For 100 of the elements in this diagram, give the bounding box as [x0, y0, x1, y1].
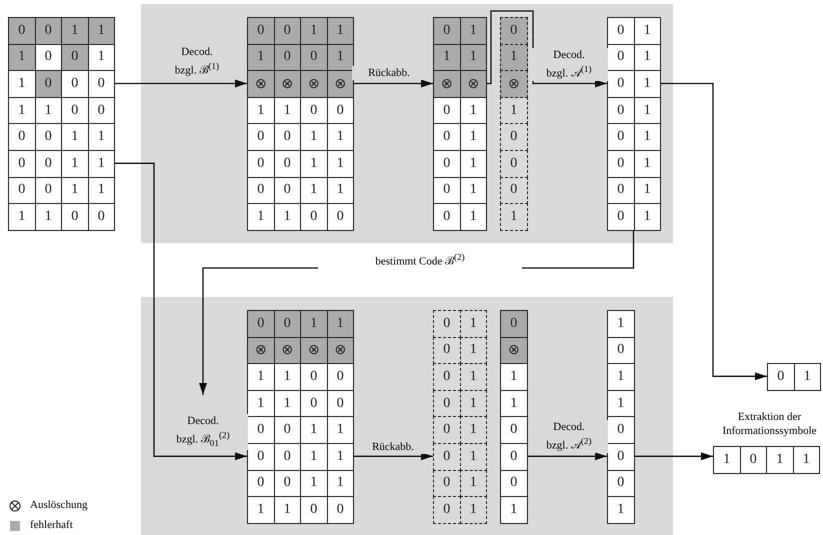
matrix-cell: 1: [634, 203, 661, 231]
matrix-cell: 1: [326, 310, 354, 338]
matrix-cell: 0: [740, 446, 767, 474]
matrix-cell: 0: [607, 203, 634, 231]
matrix-cell: 1: [460, 336, 487, 364]
matrix-cell: 1: [300, 17, 328, 45]
matrix-cell: 0: [500, 17, 528, 45]
matrix: [247, 310, 353, 523]
matrix: [767, 363, 820, 390]
matrix: [8, 17, 114, 230]
matrix-cell: 1: [460, 470, 487, 498]
matrix-cell: 0: [433, 203, 460, 231]
matrix-cell: 0: [607, 416, 634, 444]
matrix-cell: 1: [460, 310, 487, 338]
matrix-cell: 0: [607, 17, 634, 45]
matrix-cell: 0: [607, 70, 634, 98]
matrix-cell: 1: [460, 123, 487, 151]
matrix-cell: 1: [607, 310, 634, 338]
matrix-cell: 0: [500, 470, 528, 498]
matrix-cell: 1: [8, 203, 36, 231]
matrix-cell: 0: [433, 150, 460, 178]
matrix: [500, 310, 526, 523]
matrix-cell: 1: [460, 150, 487, 178]
arrow: [353, 452, 433, 460]
matrix-cell: ⊗: [433, 70, 460, 98]
matrix-cell: 1: [794, 363, 821, 391]
matrix-cell: 0: [326, 496, 354, 524]
matrix-cell: 1: [607, 496, 634, 524]
matrix-cell: 0: [607, 443, 634, 471]
matrix-cell: 0: [607, 336, 634, 364]
matrix-cell: 0: [607, 150, 634, 178]
matrix-cell: 0: [500, 123, 528, 151]
legend-label: fehlerhaft: [29, 518, 74, 532]
matrix-cell: 0: [247, 123, 274, 151]
matrix-cell: 1: [500, 496, 528, 524]
matrix-cell: 0: [433, 17, 460, 45]
matrix-cell: 1: [634, 17, 661, 45]
matrix-cell: 1: [634, 150, 661, 178]
matrix-cell: 1: [792, 446, 820, 474]
matrix-cell: 1: [326, 17, 354, 45]
matrix-cell: 1: [326, 123, 354, 151]
step-caption: Extraktion der Informationssymbole: [721, 410, 818, 438]
matrix-cell: 1: [607, 363, 634, 391]
matrix-cell: 0: [247, 310, 274, 338]
arrow: [114, 80, 247, 88]
matrix-cell: 1: [500, 96, 528, 124]
matrix-cell: 0: [88, 203, 115, 231]
matrix-cell: 0: [500, 176, 528, 204]
matrix-cell: 1: [326, 150, 354, 178]
matrix-cell: 1: [300, 310, 328, 338]
matrix-cell: 1: [247, 203, 274, 231]
arrow: [114, 162, 247, 460]
matrix-cell: 1: [500, 390, 528, 418]
matrix-cell: 1: [766, 446, 794, 474]
matrix-cell: 0: [500, 416, 528, 444]
matrix-cell: 1: [460, 496, 487, 524]
matrix-cell: 1: [300, 123, 328, 151]
matrix-cell: 1: [247, 363, 274, 391]
matrix-cell: 0: [433, 310, 460, 338]
matrix-cell: 1: [500, 363, 528, 391]
matrix-cell: 1: [713, 446, 740, 474]
matrix-cell: ⊗: [500, 336, 528, 364]
matrix-cell: 1: [61, 17, 88, 45]
matrix-cell: 1: [607, 390, 634, 418]
matrix-cell: 0: [433, 123, 460, 151]
group-panel: [141, 4, 673, 243]
matrix: [247, 17, 353, 230]
legend-label: Auslöschung: [29, 498, 88, 512]
matrix-cell: 1: [460, 390, 487, 418]
matrix-cell: 0: [500, 443, 528, 471]
matrix-cell: 0: [247, 443, 274, 471]
matrix-cell: 0: [500, 310, 528, 338]
matrix-cell: 1: [460, 17, 487, 45]
group-panel: [141, 297, 673, 535]
matrix-cell: 1: [274, 203, 301, 231]
matrix-cell: ⊗: [326, 70, 354, 98]
matrix: [607, 310, 634, 523]
matrix-cell: 0: [607, 470, 634, 498]
matrix-cell: 0: [247, 150, 274, 178]
matrix-cell: ⊗: [300, 70, 328, 98]
dashed-matrix: [500, 17, 526, 230]
matrix-cell: 1: [300, 416, 328, 444]
matrix-cell: ⊗: [500, 70, 528, 98]
matrix-cell: 0: [300, 203, 328, 231]
matrix-cell: 0: [433, 496, 460, 524]
matrix-cell: 1: [634, 123, 661, 151]
matrix-cell: 1: [500, 203, 528, 231]
matrix-cell: 1: [634, 70, 661, 98]
matrix-cell: 0: [433, 470, 460, 498]
matrix-cell: 1: [300, 150, 328, 178]
arrow: [634, 452, 713, 460]
edge-label: Decod. bzgl. 𝒜$^{(1)}$: [530, 48, 608, 81]
matrix-cell: 0: [433, 390, 460, 418]
matrix-cell: 1: [274, 496, 301, 524]
matrix-cell: 0: [300, 363, 328, 391]
arrow: [353, 80, 433, 88]
matrix-cell: 0: [8, 17, 36, 45]
matrix-cell: 0: [300, 496, 328, 524]
matrix-cell: 1: [247, 496, 274, 524]
arrow: [526, 452, 607, 460]
